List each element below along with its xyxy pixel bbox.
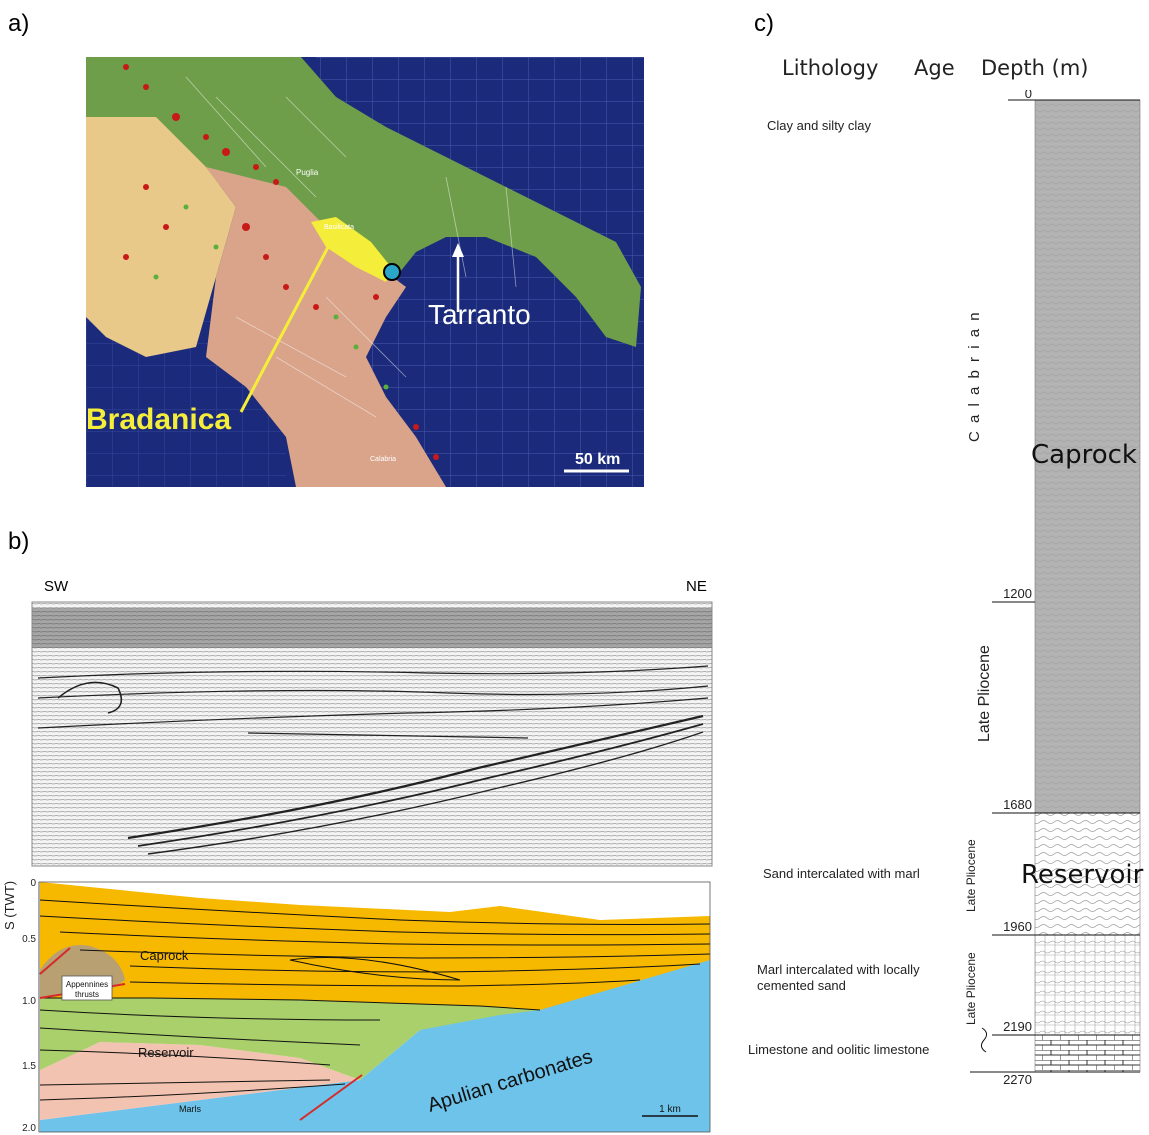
seismic-label-ne: NE xyxy=(686,578,707,595)
y-tick-2.0: 2.0 xyxy=(22,1123,36,1134)
reservoir-unit xyxy=(40,998,540,1080)
seismic-shallow-noise xyxy=(32,608,712,648)
campania-region xyxy=(86,117,236,357)
header-lithology: Lithology xyxy=(782,56,879,80)
bradanica-trough xyxy=(311,217,391,282)
lithology-sand-marl: Sand intercalated with marl xyxy=(763,866,920,881)
normal-fault xyxy=(299,1074,363,1121)
appennines-label-box xyxy=(61,975,113,1001)
lithology-clay: Clay and silty clay xyxy=(767,118,872,133)
basilicata-calabria-region xyxy=(206,167,446,487)
lithology-limestone: Limestone and oolitic limestone xyxy=(748,1042,930,1057)
label-bradanica: Bradanica xyxy=(86,403,231,436)
y-tick-0: 0 xyxy=(30,878,36,889)
section-label-reservoir: Reservoir xyxy=(138,1045,194,1060)
limestone-column-unit xyxy=(1035,1035,1140,1072)
caprock-unit xyxy=(40,882,710,1010)
depth-tick-0: 0 xyxy=(1025,90,1032,101)
well-markers xyxy=(123,64,439,460)
age-late-pliocene-3: Late Pliocene xyxy=(964,952,978,1025)
section-y-axis-label: S (TWT) xyxy=(2,881,17,930)
region-label-puglia: Puglia xyxy=(296,168,319,177)
bradanica-arrow xyxy=(239,231,338,413)
region-label-basilicata: Basilicata xyxy=(324,224,354,231)
seismic-background xyxy=(32,602,712,866)
section-label-thrusts: thrusts xyxy=(75,990,99,999)
depth-tick-lines xyxy=(970,99,1140,1073)
age-late-pliocene-1: Late Pliocene xyxy=(976,645,993,742)
section-label-marls: Marls xyxy=(179,1104,201,1114)
panel-label-a: a) xyxy=(8,10,30,37)
strat-column: 0 1200 1680 1960 2190 2270 xyxy=(970,90,1141,1087)
thrust-fault-upper xyxy=(39,947,71,975)
seismic-reflectors xyxy=(37,665,709,855)
section-scale-label: 1 km xyxy=(659,1104,681,1115)
site-marker xyxy=(383,263,401,281)
age-late-pliocene-2: Late Pliocene xyxy=(964,839,978,912)
panel-label-b: b) xyxy=(8,528,30,555)
label-tarranto: Tarranto xyxy=(428,299,531,330)
unit-label-reservoir: Reservoir xyxy=(1021,860,1144,890)
section-label-caprock: Caprock xyxy=(140,948,189,963)
depth-tick-1960: 1960 xyxy=(1003,919,1032,934)
seismic-profile xyxy=(31,601,713,867)
y-tick-1.0: 1.0 xyxy=(22,996,36,1007)
interpreted-section: S (TWT) 0 0.5 1.0 1.5 2.0 Caprock Appenn… xyxy=(2,878,711,1134)
caprock-column-unit xyxy=(1035,100,1140,813)
reservoir-column-unit xyxy=(1035,813,1140,935)
seismic-label-sw: SW xyxy=(44,578,69,595)
depth-tick-1200: 1200 xyxy=(1003,586,1032,601)
region-label-calabria: Calabria xyxy=(370,456,396,463)
depth-tick-1680: 1680 xyxy=(1003,797,1032,812)
depth-tick-2190: 2190 xyxy=(1003,1019,1032,1034)
lithology-marl-line2: cemented sand xyxy=(757,978,846,993)
header-age: Age xyxy=(914,56,955,80)
panel-label-c: c) xyxy=(754,10,774,37)
lithology-marl-line1: Marl intercalated with locally xyxy=(757,962,920,977)
header-depth: Depth (m) xyxy=(981,56,1089,80)
section-horizons xyxy=(39,899,711,1101)
depth-tick-2270: 2270 xyxy=(1003,1072,1032,1087)
location-map: Puglia Basilicata Calabria Bradanica Tar… xyxy=(86,57,644,487)
unit-label-caprock: Caprock xyxy=(1031,440,1137,470)
puglia-region xyxy=(86,57,641,347)
y-tick-0.5: 0.5 xyxy=(22,934,36,945)
age-calabrian: C a l a b r i a n xyxy=(966,310,983,442)
map-scale-label: 50 km xyxy=(575,451,620,468)
section-label-appennines: Appennines xyxy=(66,980,108,989)
y-tick-1.5: 1.5 xyxy=(22,1061,36,1072)
marl-column-unit xyxy=(1035,935,1140,1035)
green-well-markers xyxy=(153,204,389,390)
